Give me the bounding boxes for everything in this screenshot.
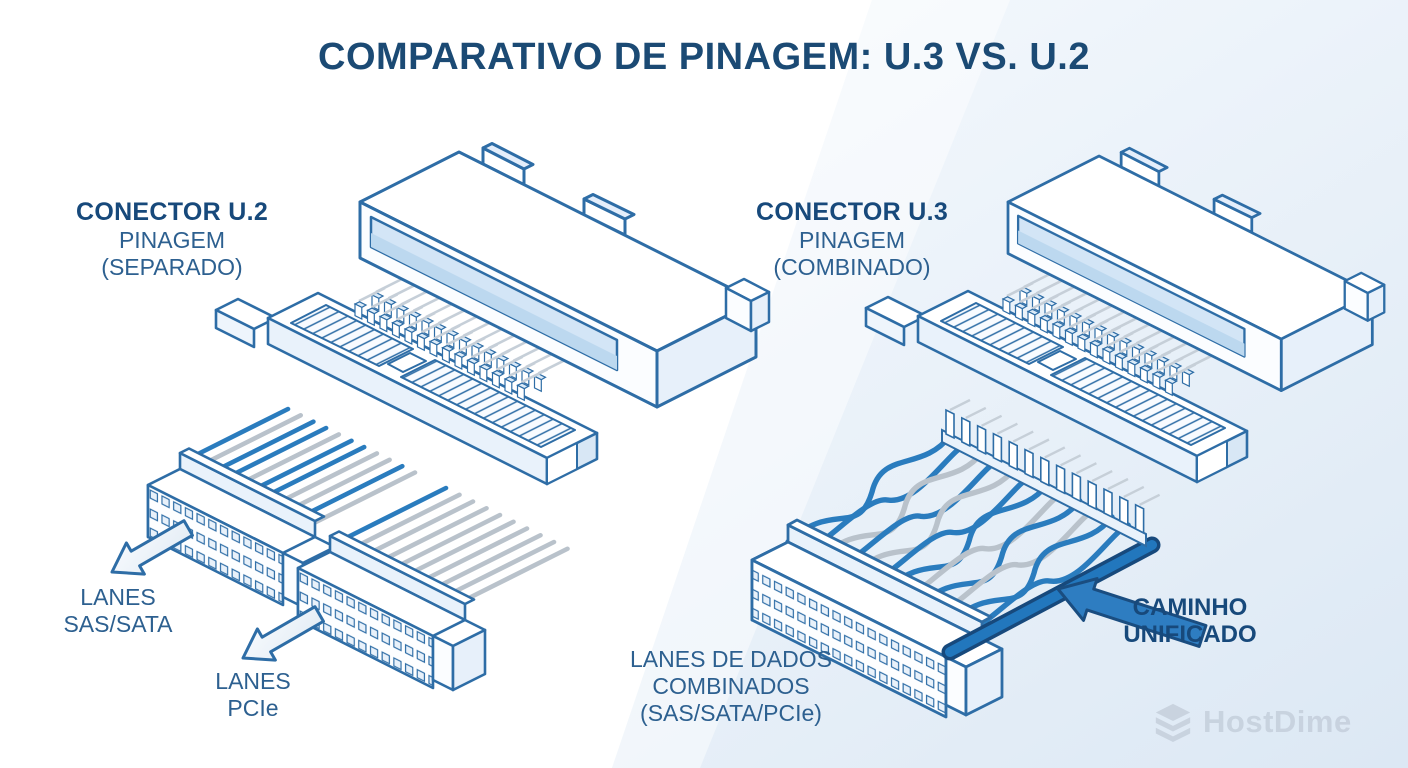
u2-section-heading: CONECTOR U.2 PINAGEM (SEPARADO) [42,197,302,281]
combined-lanes-label-line1: LANES DE DADOS [630,646,832,672]
pcie-lanes-label: LANES PCIe [153,668,353,722]
sas-sata-lanes-label-line1: LANES [80,584,156,610]
combined-lanes-label-line2: COMBINADOS [652,673,810,699]
hostdime-logo-icon [1155,703,1191,743]
u3-section-heading: CONECTOR U.3 PINAGEM (COMBINADO) [722,197,982,281]
sas-sata-lanes-label-line2: SAS/SATA [63,611,173,637]
unified-path-arrow-icon [1056,577,1208,648]
u3-variant-line: (COMBINADO) [773,254,931,280]
page-title: COMPARATIVO DE PINAGEM: U.3 VS. U.2 [318,36,1090,78]
combined-lanes-label: LANES DE DADOS COMBINADOS (SAS/SATA/PCIe… [606,646,856,727]
hostdime-watermark: HostDime [1152,701,1352,743]
u3-heading-line: CONECTOR U.3 [755,198,949,226]
combined-lanes-label-line3: (SAS/SATA/PCIe) [640,700,822,726]
sas-sata-lanes-label: LANES SAS/SATA [18,584,218,638]
unified-path-label-line2: UNIFICADO [1123,621,1257,648]
u2-cable-pcie [296,485,570,692]
u2-heading-line: CONECTOR U.2 [75,198,269,226]
unified-path-label-line1: CAMINHO [1132,594,1248,621]
unified-path-label: CAMINHO UNIFICADO [1105,594,1275,648]
background-diagonal-highlight [612,0,1010,768]
hostdime-logo-text: HostDime [1203,704,1352,739]
u3-subheading-line: PINAGEM [798,227,906,253]
pcie-lanes-label-line1: LANES [215,668,291,694]
unified-path-bar [941,536,1161,661]
u2-variant-line: (SEPARADO) [101,254,243,280]
u3-lane-terminal-rail [941,398,1161,548]
u2-cable-sas-sata [146,406,418,609]
u2-subheading-line: PINAGEM [118,227,226,253]
pcie-lanes-label-line2: PCIe [227,695,279,721]
